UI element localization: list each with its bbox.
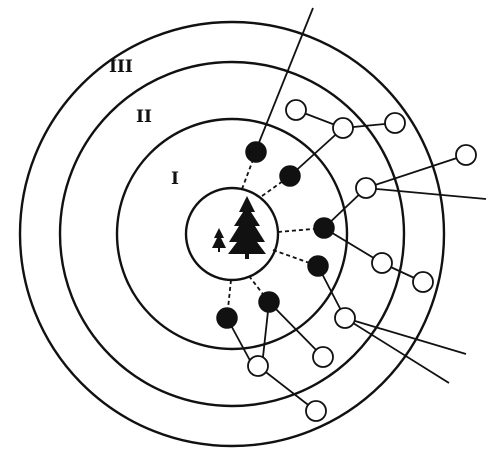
filled-node bbox=[280, 166, 300, 186]
open-node bbox=[372, 253, 392, 273]
open-node bbox=[333, 118, 353, 138]
connections bbox=[227, 8, 486, 411]
open-node bbox=[456, 145, 476, 165]
filled-node bbox=[308, 256, 328, 276]
filled-node bbox=[259, 292, 279, 312]
open-node bbox=[313, 347, 333, 367]
open-node bbox=[385, 113, 405, 133]
ray-right-lower-2 bbox=[345, 318, 449, 383]
filled-node bbox=[314, 218, 334, 238]
zone-label-1: I bbox=[171, 169, 179, 189]
ring-center bbox=[186, 188, 278, 280]
open-node bbox=[335, 308, 355, 328]
filled-node bbox=[217, 308, 237, 328]
ray-right-upper bbox=[366, 188, 486, 199]
small-tree-trunk bbox=[218, 248, 220, 252]
open-node bbox=[356, 178, 376, 198]
large-tree bbox=[228, 196, 266, 254]
open-node bbox=[413, 272, 433, 292]
open-node bbox=[306, 401, 326, 421]
open-node bbox=[286, 100, 306, 120]
ray-right-lower-1 bbox=[345, 318, 466, 354]
zone-label-3: III bbox=[109, 57, 133, 77]
zone-labels: I II III bbox=[109, 57, 179, 189]
small-tree bbox=[212, 228, 226, 248]
link-o4-o5 bbox=[366, 155, 466, 188]
filled-node bbox=[246, 142, 266, 162]
zone-label-2: II bbox=[136, 107, 152, 127]
trees-icon bbox=[212, 196, 266, 259]
ring-zone-3 bbox=[60, 62, 404, 406]
ring-outer bbox=[20, 22, 444, 446]
open-node bbox=[248, 356, 268, 376]
link-n6-o9 bbox=[269, 302, 323, 357]
large-tree-trunk bbox=[245, 254, 249, 259]
zone-rings bbox=[20, 22, 444, 446]
